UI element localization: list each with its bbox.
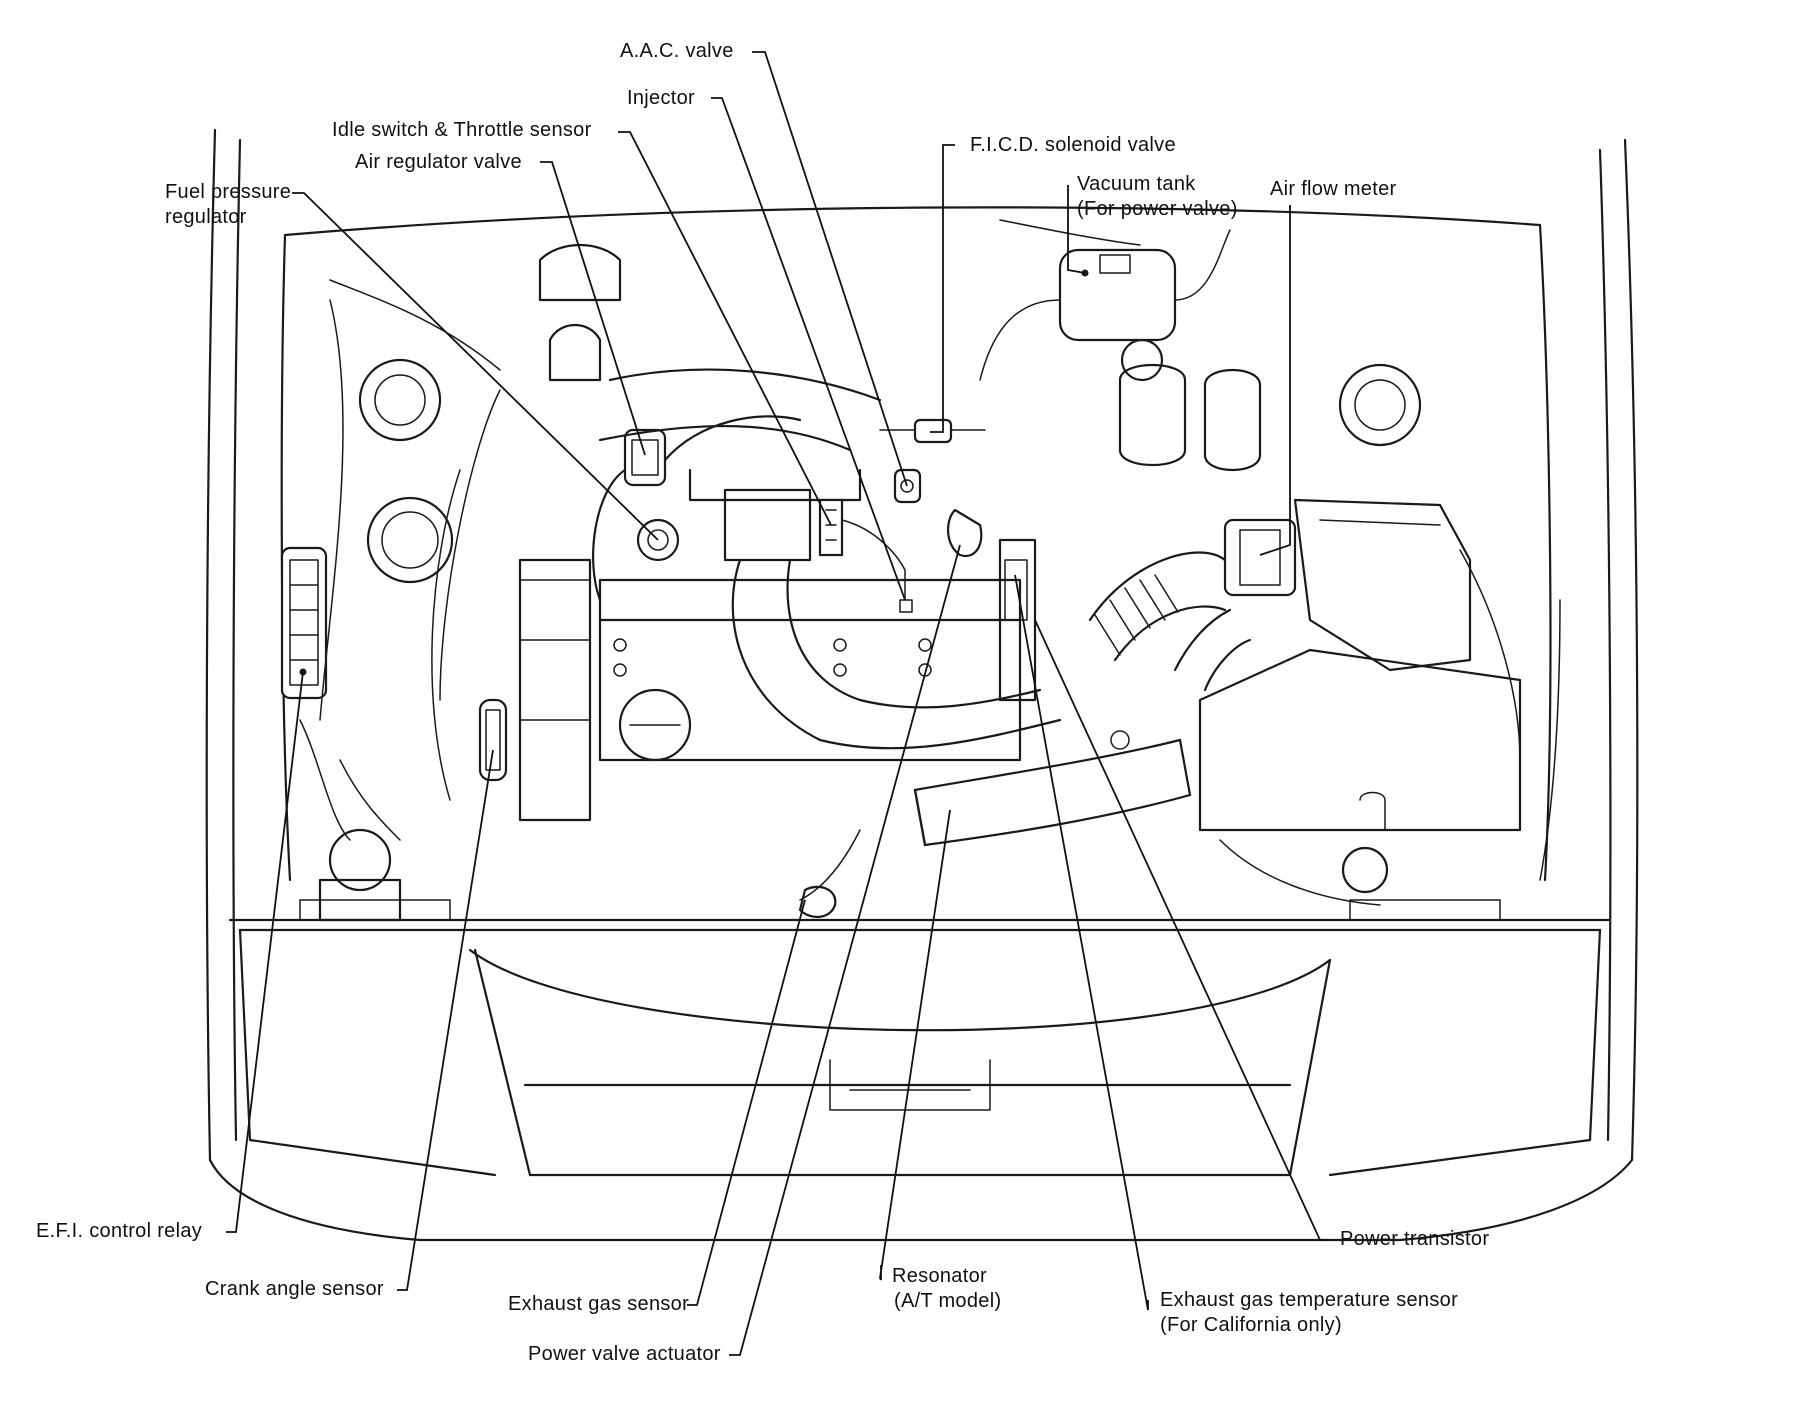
- label-power-transistor-text: Power transistor: [1340, 1228, 1490, 1250]
- intake-duct: [913, 551, 1252, 847]
- label-fuel-pressure-line2: regulator: [165, 206, 247, 228]
- label-power-transistor: Power transistor: [1340, 1227, 1489, 1252]
- label-exhaust-gas-temperature-sensor: Exhaust gas temperature sensor (For Cali…: [1160, 1288, 1458, 1338]
- label-efi-control-relay: E.F.I. control relay: [36, 1219, 202, 1244]
- label-aac-valve-text: A.A.C. valve: [620, 40, 734, 62]
- label-idle-switch: Idle switch & Throttle sensor: [332, 118, 592, 143]
- vehicle-body-outline: [205, 128, 1639, 1242]
- label-idle-switch-text: Idle switch & Throttle sensor: [332, 119, 592, 141]
- label-exhaust-temp-line2: (For California only): [1160, 1314, 1342, 1336]
- label-vacuum-tank: Vacuum tank (For power valve): [1077, 172, 1238, 222]
- label-injector: Injector: [627, 86, 695, 111]
- vacuum-tank: [979, 229, 1231, 382]
- label-ficd-solenoid-valve-text: F.I.C.D. solenoid valve: [970, 134, 1176, 156]
- label-aac-valve: A.A.C. valve: [620, 39, 734, 64]
- label-resonator-line1: Resonator: [892, 1265, 987, 1287]
- throttle-chamber: [688, 468, 906, 571]
- label-injector-text: Injector: [627, 87, 695, 109]
- label-vacuum-tank-line1: Vacuum tank: [1077, 173, 1196, 195]
- aac-injector-area: [879, 418, 986, 558]
- label-exhaust-temp-line1: Exhaust gas temperature sensor: [1160, 1289, 1459, 1311]
- air-regulator-assembly: [538, 243, 802, 602]
- engine-block: [598, 488, 1062, 762]
- label-air-flow-meter: Air flow meter: [1270, 177, 1396, 202]
- label-crank-angle-sensor-text: Crank angle sensor: [205, 1278, 384, 1300]
- label-crank-angle-sensor: Crank angle sensor: [205, 1277, 384, 1302]
- label-air-regulator-valve: Air regulator valve: [355, 150, 522, 175]
- label-power-valve-actuator: Power valve actuator: [528, 1342, 721, 1367]
- hoses-and-wiring: [299, 219, 1561, 918]
- right-side-components: [1118, 363, 1522, 894]
- label-air-regulator-valve-text: Air regulator valve: [355, 151, 522, 173]
- distributor: [478, 558, 592, 822]
- left-side-components: [280, 299, 454, 922]
- label-fuel-pressure-regulator: Fuel pressure regulator: [165, 180, 291, 230]
- front-grille: [228, 899, 1612, 1177]
- label-resonator: Resonator (A/T model): [892, 1264, 1001, 1314]
- label-exhaust-gas-sensor-text: Exhaust gas sensor: [508, 1293, 690, 1315]
- leader-lines: [226, 51, 1330, 1356]
- label-resonator-line2: (A/T model): [894, 1290, 1002, 1312]
- label-fuel-pressure-line1: Fuel pressure: [165, 181, 292, 203]
- label-ficd-solenoid-valve: F.I.C.D. solenoid valve: [970, 133, 1176, 158]
- label-exhaust-gas-sensor: Exhaust gas sensor: [508, 1292, 689, 1317]
- label-vacuum-tank-line2: (For power valve): [1077, 198, 1238, 220]
- label-power-valve-actuator-text: Power valve actuator: [528, 1343, 721, 1365]
- label-efi-control-relay-text: E.F.I. control relay: [36, 1220, 203, 1242]
- label-air-flow-meter-text: Air flow meter: [1270, 178, 1397, 200]
